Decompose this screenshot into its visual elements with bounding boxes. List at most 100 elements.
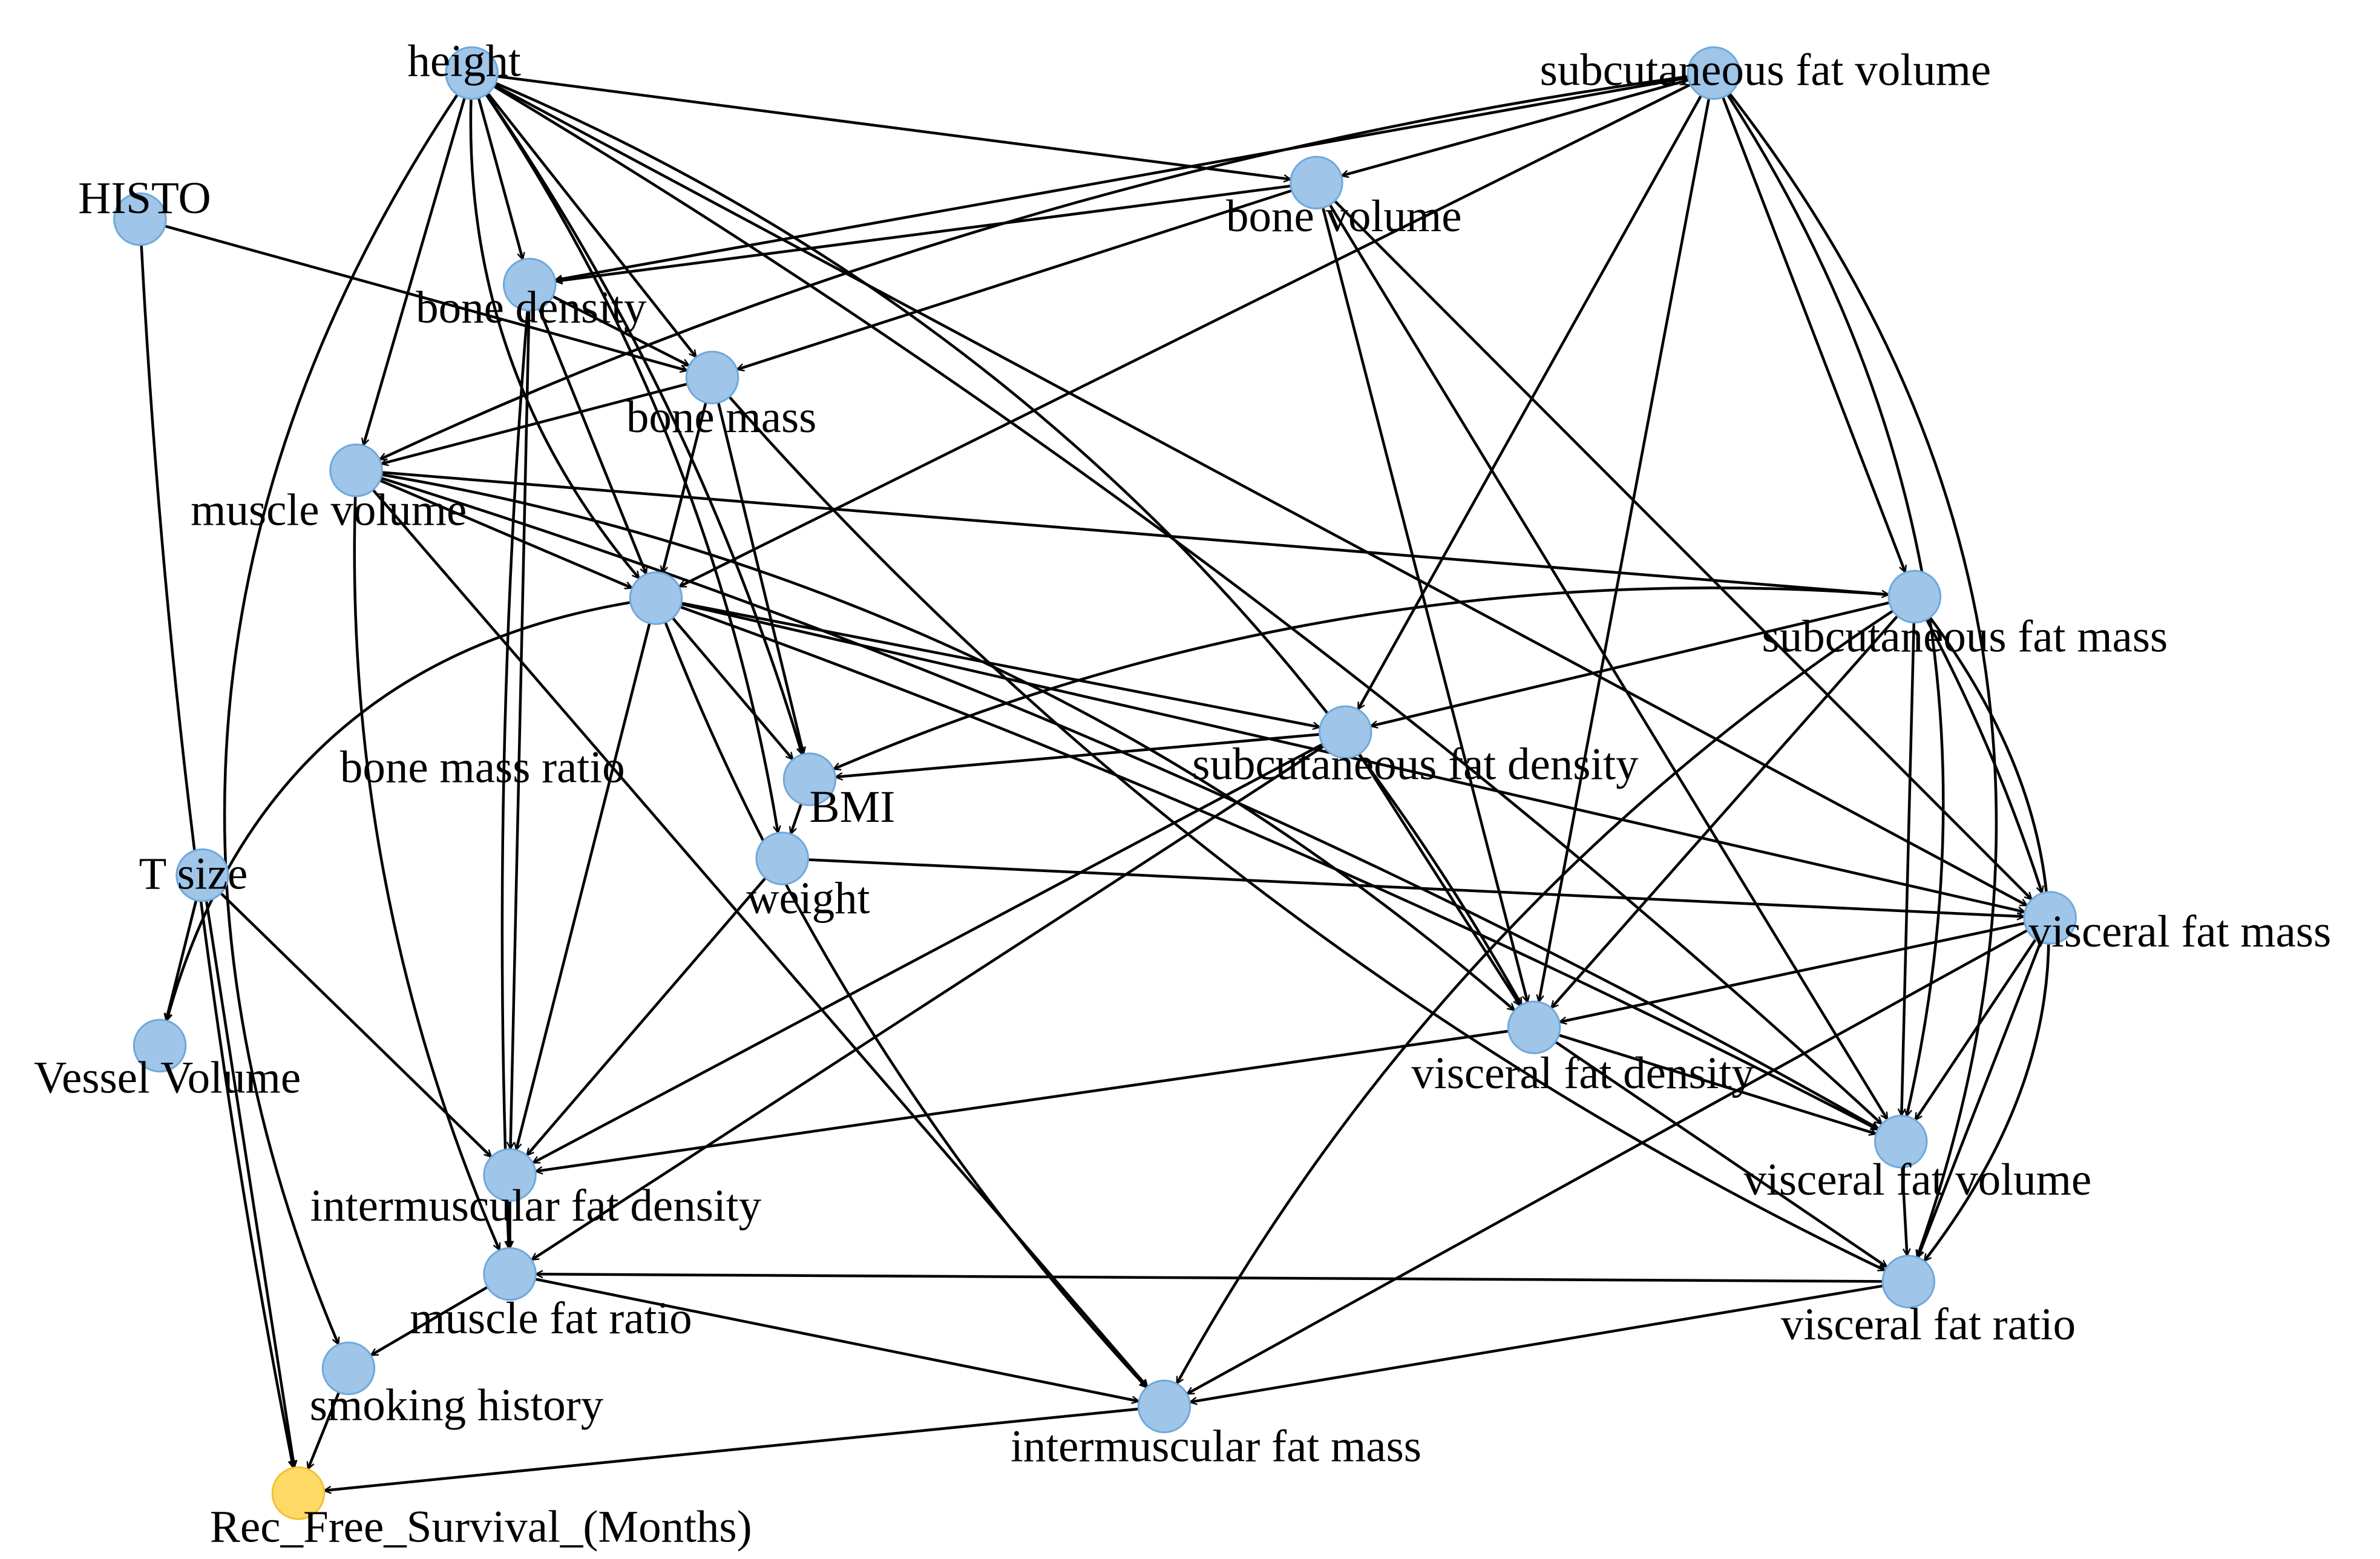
node-visfatratio (1881, 1255, 1936, 1308)
node-visfatvol (1874, 1114, 1928, 1169)
node-label-subfatmass: subcutaneous fat mass (1762, 611, 2168, 661)
node-visfatmass (2023, 891, 2077, 945)
node-label-subfatdens: subcutaneous fat density (1192, 740, 1639, 790)
edge-bonedens-to-imfatdens (510, 310, 531, 1149)
edge-subfatvol-to-musclevol (379, 75, 1688, 461)
node-tsize (175, 848, 229, 902)
edge-musclevol-to-visfatvol (380, 476, 1878, 1131)
edge-weight-to-visfatmass (808, 858, 2024, 916)
node-label-rfs: Rec_Free_Survival_(Months) (210, 1502, 752, 1552)
node-smoking (321, 1341, 376, 1396)
edge-height-to-visfatmass (494, 84, 2027, 907)
edge-subfatmass-to-visfatdens (1551, 615, 1899, 1008)
edge-bonedens-to-bonemass (552, 295, 689, 367)
node-label-bmi: BMI (810, 782, 896, 832)
node-label-imfatdens: intermuscular fat density (310, 1181, 761, 1231)
edge-smoking-to-rfs (308, 1391, 341, 1469)
node-subfatvol (1687, 46, 1741, 100)
edge-subfatmass-to-visfatmass (1925, 619, 2042, 893)
edge-bonevol-to-visfatmass (1334, 200, 2032, 899)
edge-bonemass-to-bmi (716, 402, 804, 754)
edge-musclevol-to-bmr (379, 479, 632, 589)
edge-subfatvol-to-visfatdens (1539, 98, 1711, 1002)
node-label-subfatvol: subcutaneous fat volume (1540, 45, 1992, 96)
edge-height-to-bonemass (487, 92, 698, 357)
node-label-bonedens: bone density (416, 283, 647, 333)
node-label-visfatdens: visceral fat density (1411, 1048, 1754, 1098)
node-label-imfatmass: intermuscular fat mass (1011, 1421, 1421, 1471)
node-musclevol (329, 443, 383, 497)
edge-mfr-to-imfatmass (534, 1278, 1139, 1402)
edge-visfatvol-to-visfatratio (1901, 1167, 1907, 1256)
node-imfatdens (483, 1148, 537, 1202)
edge-visfatratio-to-mfr (536, 1274, 1883, 1283)
edge-height-to-bonedens (477, 97, 523, 260)
edge-subfatmass-to-visfatvol (1901, 622, 1916, 1116)
node-label-vessel: Vessel Volume (34, 1053, 301, 1103)
node-label-bmr: bone mass ratio (340, 743, 625, 793)
node-bonedens (502, 258, 557, 312)
edge-subfatmass-to-imfatmass (1175, 609, 1894, 1383)
edge-visfatdens-to-visfatratio (1555, 1040, 1887, 1269)
edge-bmr-to-imfatdens (516, 623, 651, 1150)
edge-bmr-to-visfatmass (681, 602, 2025, 912)
edge-visfatdens-to-visfatvol (1558, 1034, 1876, 1134)
edge-subfatvol-to-subfatdens (1357, 94, 1702, 709)
node-label-height: height (407, 36, 521, 87)
edge-tsize-to-rfs (205, 901, 294, 1468)
edge-visfatmass-to-imfatmass (1187, 929, 2028, 1396)
node-label-weight: weight (746, 873, 870, 924)
node-bonemass (685, 350, 739, 404)
edge-bmr-to-vessel (166, 601, 631, 1020)
node-label-visfatratio: visceral fat ratio (1781, 1299, 2076, 1350)
edge-subfatvol-to-bonedens (555, 76, 1689, 280)
edge-bonemass-to-musclevol (381, 382, 688, 464)
edge-bmr-to-bmi (671, 617, 795, 760)
node-label-smoking: smoking history (310, 1380, 604, 1430)
edge-subfatvol-to-subfatmass (1722, 96, 1905, 573)
edge-visfatmass-to-visfatratio (1918, 941, 2042, 1257)
edge-subfatdens-to-bmi (836, 733, 1320, 776)
edge-height-to-visfatdens (495, 82, 1523, 1005)
node-bmi (782, 752, 837, 806)
edge-musclevol-to-mfr (353, 496, 501, 1250)
node-weight (755, 832, 809, 885)
edge-bonevol-to-visfatvol (1328, 204, 1889, 1119)
node-label-visfatmass: visceral fat mass (2028, 907, 2331, 957)
node-subfatmass (1887, 569, 1942, 624)
node-label-musclevol: muscle volume (191, 485, 467, 536)
edge-visfatdens-to-imfatdens (536, 1029, 1509, 1172)
edge-height-to-bmr (469, 99, 641, 578)
node-histo (113, 192, 167, 246)
node-label-tsize: T size (139, 849, 248, 899)
edge-musclevol-to-subfatmass (381, 471, 1889, 595)
edge-histo-to-bonemass (164, 225, 687, 371)
edge-subfatvol-to-visfatratio (1728, 93, 1998, 1257)
edge-mfr-to-smoking (371, 1285, 488, 1357)
node-label-histo: HISTO (78, 173, 211, 223)
node-layer (113, 46, 2077, 1520)
edge-subfatdens-to-imfatdens (533, 743, 1323, 1164)
edge-height-to-bonevol (497, 74, 1291, 179)
node-imfatmass (1137, 1379, 1192, 1434)
node-bonevol (1290, 156, 1343, 210)
edge-visfatratio-to-imfatmass (1190, 1284, 1884, 1402)
node-label-bonevol: bone volume (1226, 191, 1462, 241)
node-label-visfatvol: visceral fat volume (1744, 1155, 2092, 1205)
node-rfs (271, 1466, 326, 1520)
edge-subfatvol-to-bonevol (1342, 78, 1690, 176)
edge-tsize-to-vessel (166, 900, 198, 1021)
node-vessel (133, 1019, 187, 1073)
edge-subfatdens-to-visfatdens (1358, 753, 1521, 1006)
node-mfr (483, 1247, 537, 1301)
edge-height-to-bmi (485, 93, 802, 755)
node-bmr (629, 571, 683, 625)
node-label-bonemass: bone mass (626, 392, 817, 442)
node-visfatdens (1507, 1000, 1561, 1054)
edge-bonedens-to-mfr (500, 310, 529, 1248)
edge-bmi-to-weight (791, 803, 803, 834)
edge-visfatmass-to-visfatvol (1914, 938, 2037, 1120)
edge-weight-to-imfatdens (525, 877, 767, 1155)
